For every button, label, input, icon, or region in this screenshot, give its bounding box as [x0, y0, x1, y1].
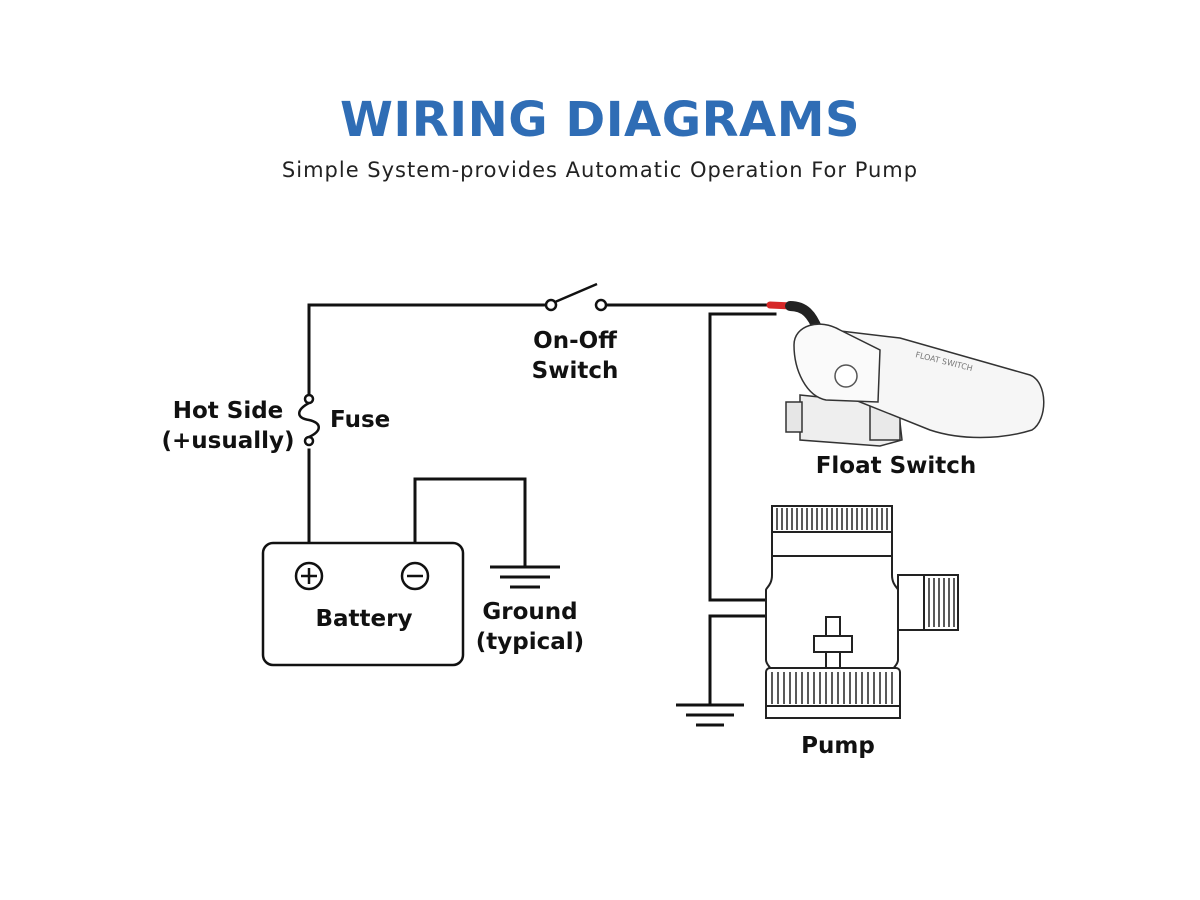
on-off-switch-symbol[interactable] [544, 282, 608, 312]
hot-side-label-line2: (+usually) [161, 428, 295, 454]
switch-label: On-Off Switch [520, 326, 630, 386]
ground-label-line2: (typical) [475, 629, 585, 655]
float-switch-pivot [834, 364, 858, 388]
battery-label: Battery [315, 606, 413, 632]
pump-top-ribs [776, 508, 888, 530]
pump-device [765, 505, 959, 719]
hot-side-label-line1: Hot Side [172, 398, 284, 424]
pump-label: Pump [801, 733, 875, 759]
ground-symbol-pump [676, 703, 744, 727]
ground-label-line1: Ground [482, 599, 578, 625]
page-subtitle: Simple System-provides Automatic Operati… [281, 158, 919, 182]
battery-symbol [261, 541, 465, 667]
float-switch-label: Float Switch [815, 453, 977, 479]
float-switch-device: FLOAT SWITCH [766, 301, 1045, 447]
fuse-symbol [298, 393, 320, 447]
pump-base-ribs [771, 672, 893, 704]
ground-symbol-battery [490, 565, 560, 589]
hot-side-label: Hot Side (+usually) [158, 396, 298, 456]
fuse-label: Fuse [330, 407, 391, 433]
page-title: WIRING DIAGRAMS [339, 92, 861, 148]
switch-label-line1: On-Off [533, 328, 617, 354]
ground-label: Ground (typical) [468, 597, 592, 657]
switch-label-line2: Switch [531, 358, 619, 384]
pump-outlet-ribs [928, 578, 955, 627]
